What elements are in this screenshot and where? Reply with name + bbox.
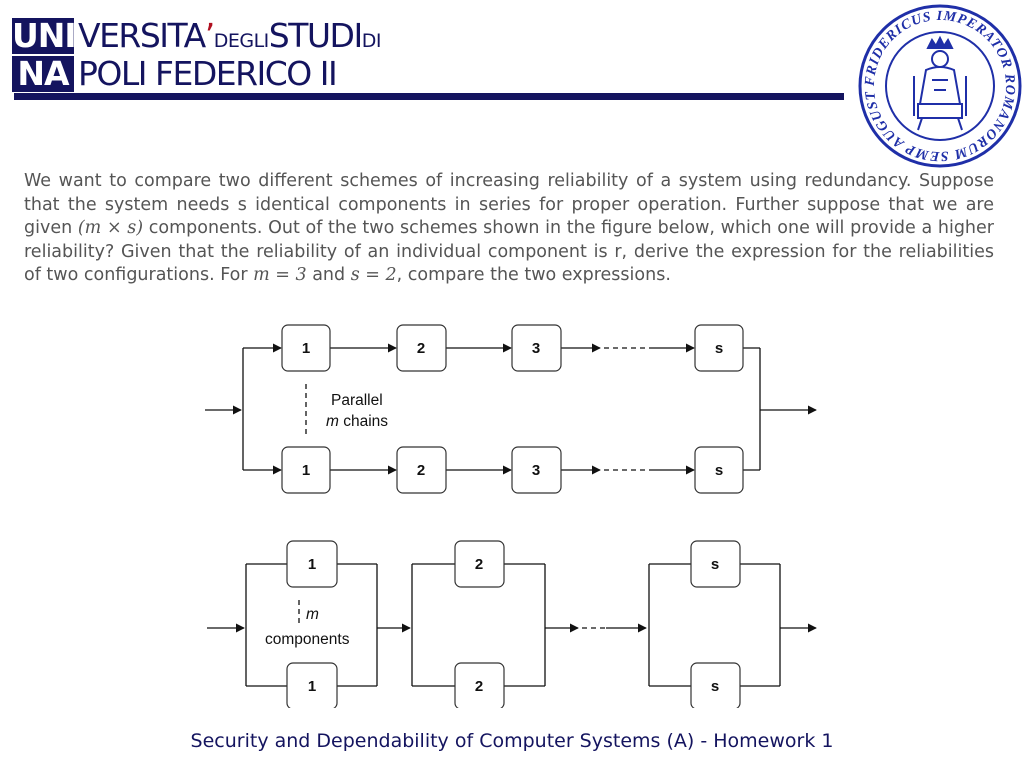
component-label: 2 (417, 462, 425, 479)
component-label: s (715, 340, 723, 357)
logo-word-di: DI (361, 30, 382, 52)
logo-word-versita: VERSITA (78, 16, 206, 55)
math-m-times-s: (m × s) (77, 218, 144, 238)
component-box (690, 662, 741, 708)
header-divider (14, 93, 844, 100)
parallel-stage: s s (648, 540, 781, 708)
math-m-equals-3: m = 3 (253, 265, 307, 285)
chain-row-bottom: 1 2 3 s (243, 446, 760, 494)
component-label: 3 (532, 462, 540, 479)
component-label: 3 (532, 340, 540, 357)
note-chains: m chains (326, 413, 388, 430)
component-label: s (715, 462, 723, 479)
footer-title: Security and Dependability of Computer S… (190, 730, 834, 752)
note-parallel: Parallel (331, 392, 383, 409)
component-label: 1 (302, 462, 310, 479)
component-box (694, 324, 744, 372)
component-label: s (711, 556, 719, 573)
chain-row-top: 1 2 3 s (243, 324, 760, 372)
component-label: 2 (475, 678, 483, 695)
university-seal-icon: FRIDERICUS IMPERATOR ROMANORUM SEMP AUGU… (858, 4, 1022, 168)
problem-text-4: , compare the two expressions. (396, 265, 671, 285)
component-box (286, 540, 338, 588)
component-box (281, 324, 331, 372)
parallel-stage: 1 1 m components (245, 540, 378, 708)
component-box (396, 324, 447, 372)
component-box (511, 446, 562, 494)
figure-parallel-chains: 1 2 3 s 1 2 3 s Parallel m chains (205, 324, 817, 494)
component-box (511, 324, 562, 372)
parallel-stage: 2 2 (411, 540, 546, 708)
logo-box-uni: UNI (12, 16, 77, 55)
component-box (286, 662, 338, 708)
university-logo: UNI VERSITA’DEGLISTUDIDI NA POLI FEDERIC… (12, 14, 392, 94)
component-box (454, 540, 505, 588)
logo-word-studi: STUDI (268, 16, 363, 55)
note-m: m (306, 606, 319, 623)
problem-text-3: and (306, 265, 351, 285)
logo-box-na: NA (12, 56, 74, 92)
component-box (454, 662, 505, 708)
component-box (690, 540, 741, 588)
problem-text-2: components. Out of the two schemes shown… (24, 218, 994, 285)
component-box (694, 446, 744, 494)
component-label: 1 (308, 678, 316, 695)
component-box (396, 446, 447, 494)
math-s-equals-2: s = 2 (350, 265, 397, 285)
component-box (281, 446, 331, 494)
component-label: 1 (308, 556, 316, 573)
logo-line1: VERSITA’DEGLISTUDIDI (78, 16, 382, 55)
logo-line2: POLI FEDERICO II (78, 54, 338, 93)
component-label: 2 (417, 340, 425, 357)
problem-text-1: We want to compare two different schemes… (24, 171, 994, 238)
figure-parallel-components: 1 1 m components 2 2 s s (207, 540, 817, 708)
note-components: components (265, 631, 350, 648)
component-label: 1 (302, 340, 310, 357)
problem-statement: We want to compare two different schemes… (24, 170, 994, 288)
component-label: 2 (475, 556, 483, 573)
logo-word-degli: DEGLI (213, 30, 270, 52)
component-label: s (711, 678, 719, 695)
